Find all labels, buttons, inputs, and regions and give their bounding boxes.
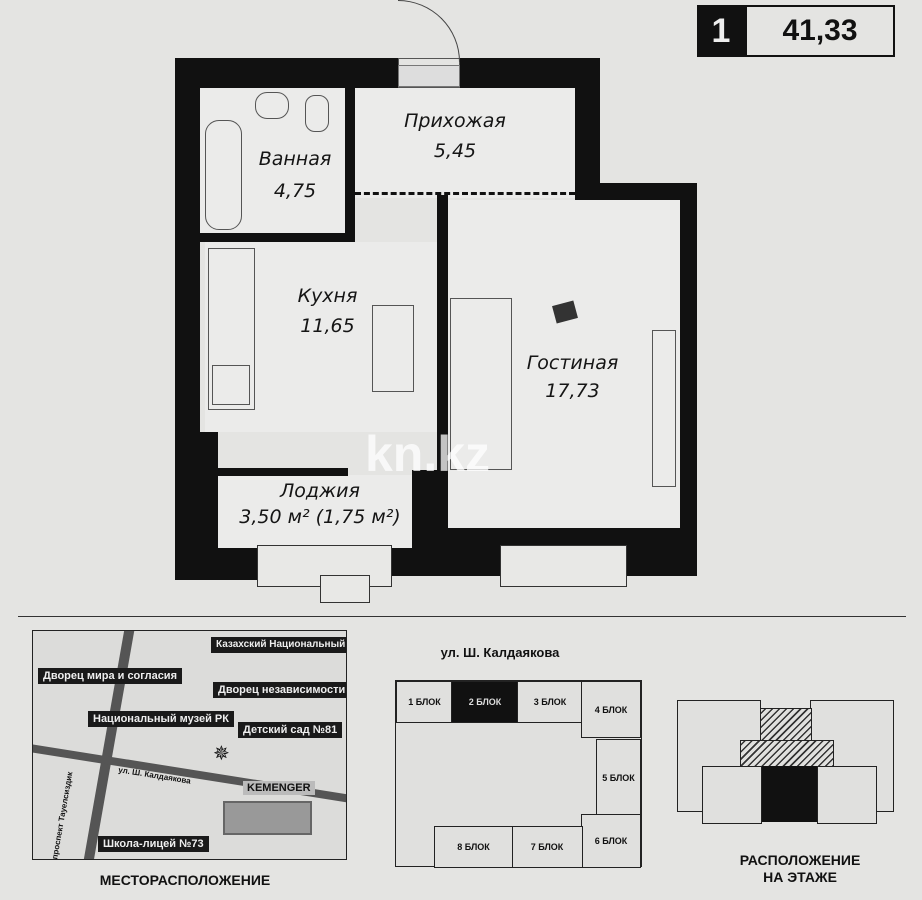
room-area: 3,50 м² (1,75 м²) — [239, 506, 401, 528]
room-area: 11,65 — [300, 315, 355, 337]
location-map: Казахский Национальный Университет Искус… — [32, 630, 347, 860]
room-area: 5,45 — [433, 140, 477, 162]
map-label: Дворец независимости — [213, 682, 346, 698]
block-7: 7 БЛОК — [511, 826, 583, 868]
block-1: 1 БЛОК — [396, 681, 453, 723]
room-area: 4,75 — [273, 180, 317, 202]
stove — [212, 365, 250, 405]
site-plan: 1 БЛОК 2 БЛОК 3 БЛОК 4 БЛОК 5 БЛОК 6 БЛО… — [395, 680, 642, 868]
divider — [18, 616, 906, 617]
block-6: 6 БЛОК — [581, 814, 641, 868]
site-street: ул. Ш. Калдаякова — [440, 645, 560, 660]
map-label: Казахский Национальный Университет Искус… — [211, 637, 346, 653]
room-name: Гостиная — [526, 352, 619, 374]
room-name: Кухня — [297, 285, 358, 307]
room-name: Прихожая — [404, 110, 506, 132]
tv-stand — [652, 330, 676, 487]
map-label: Дворец мира и согласия — [38, 668, 182, 684]
compass-icon: ✵ — [213, 741, 230, 765]
block-3: 3 БЛОК — [517, 681, 583, 723]
map-label: Школа-лицей №73 — [98, 836, 209, 852]
map-label: Национальный музей РК — [88, 711, 234, 727]
block-4: 4 БЛОК — [581, 681, 641, 738]
location-caption: МЕСТОРАСПОЛОЖЕНИЕ — [99, 872, 271, 888]
total-area: 41,33 — [745, 5, 895, 57]
watermark: kn.kz — [365, 426, 491, 482]
apartment-position — [762, 766, 817, 822]
sink — [255, 92, 289, 119]
block-5: 5 БЛОК — [596, 739, 641, 816]
bathtub — [205, 120, 242, 230]
sofa — [450, 298, 512, 470]
dining-table — [372, 305, 414, 392]
room-area: 17,73 — [545, 380, 600, 402]
block-8: 8 БЛОК — [434, 826, 513, 868]
kitchen-counter — [208, 248, 255, 410]
room-name: Ванная — [258, 148, 332, 170]
room-name: Лоджия — [280, 480, 360, 502]
toilet — [305, 95, 329, 132]
street-label: проспект Тауелсиздик — [50, 771, 75, 860]
map-label: Детский сад №81 — [238, 722, 343, 738]
room-count-badge: 1 — [697, 5, 745, 57]
complex-label: KEMENGER — [243, 781, 315, 795]
block-2-highlighted: 2 БЛОК — [451, 681, 519, 723]
